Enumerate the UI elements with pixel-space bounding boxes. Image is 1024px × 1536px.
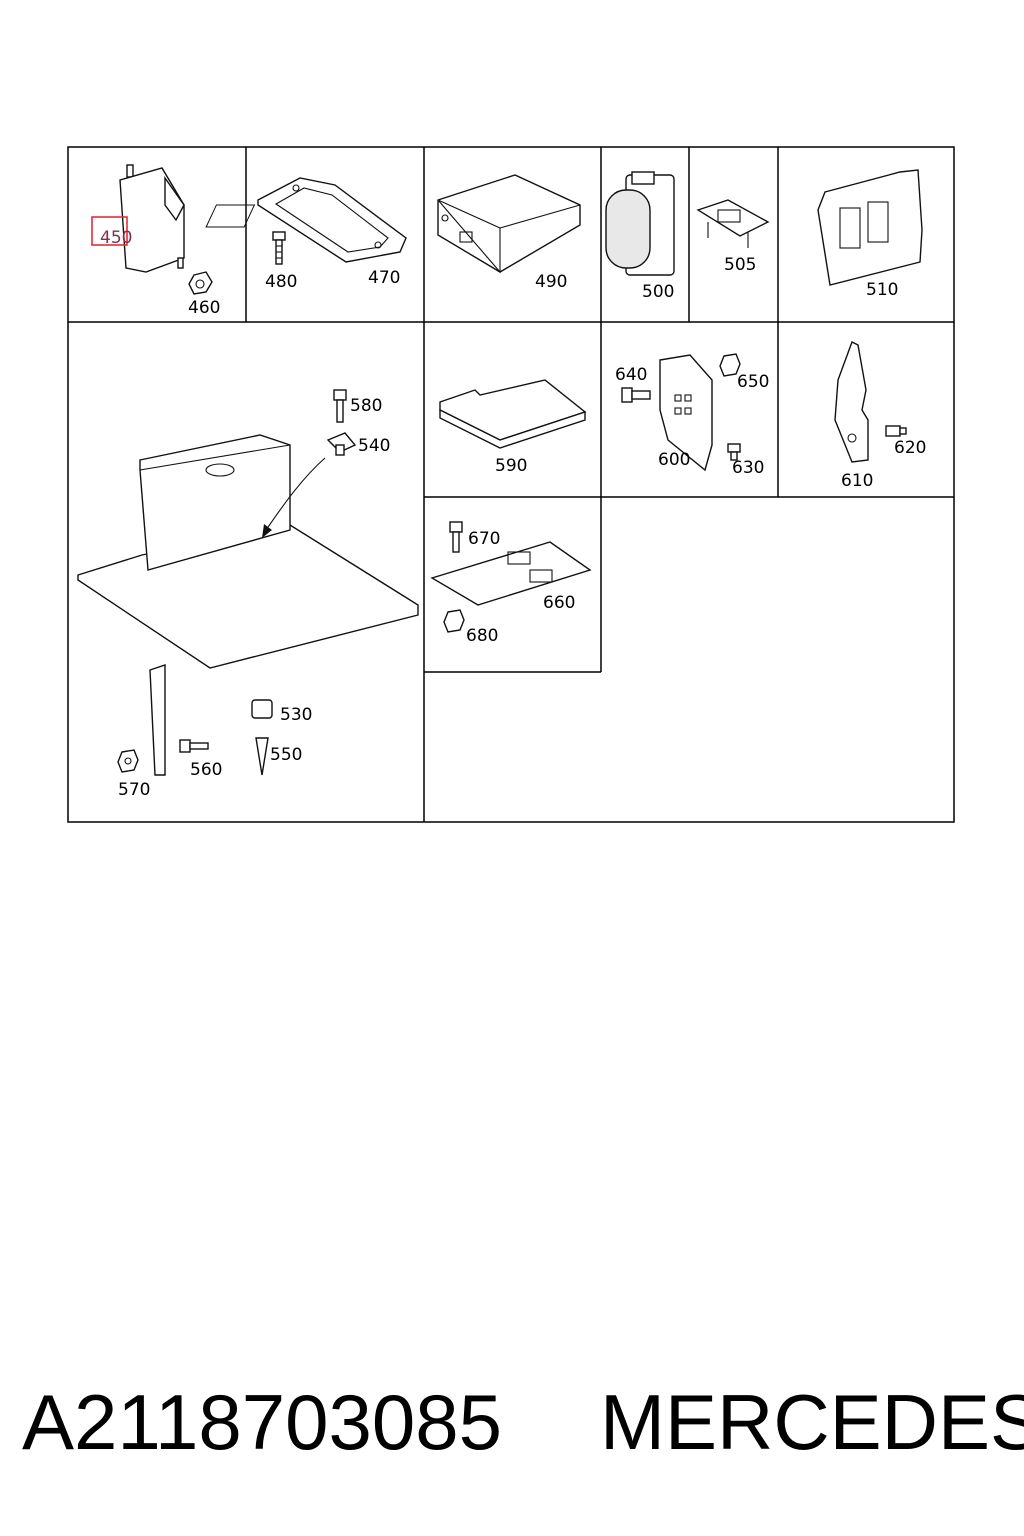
part-570-nut[interactable] <box>117 749 139 773</box>
label-490: 490 <box>535 272 567 292</box>
part-base-assembly[interactable] <box>77 434 419 776</box>
label-670: 670 <box>468 529 500 549</box>
part-505-frame[interactable] <box>696 199 770 248</box>
brand-name: MERCEDES <box>600 1378 1024 1466</box>
label-650: 650 <box>737 372 769 392</box>
part-560-bolt[interactable] <box>179 739 209 753</box>
label-680: 680 <box>466 626 498 646</box>
label-560: 560 <box>190 760 222 780</box>
part-660-plate[interactable] <box>430 541 592 606</box>
label-530: 530 <box>280 705 312 725</box>
part-550-screw[interactable] <box>255 737 269 776</box>
label-510: 510 <box>866 280 898 300</box>
part-480-bolt[interactable] <box>272 231 286 265</box>
label-505: 505 <box>724 255 756 275</box>
label-620: 620 <box>894 438 926 458</box>
label-500: 500 <box>642 282 674 302</box>
assembly-arrow <box>265 457 326 531</box>
part-620-screw[interactable] <box>885 425 907 437</box>
label-550: 550 <box>270 745 302 765</box>
label-600: 600 <box>658 450 690 470</box>
label-580: 580 <box>350 396 382 416</box>
label-590: 590 <box>495 456 527 476</box>
part-650-nut[interactable] <box>719 353 741 377</box>
part-580-screw[interactable] <box>333 389 347 423</box>
label-480: 480 <box>265 272 297 292</box>
diagram-grid <box>67 146 955 823</box>
part-470-bracket[interactable] <box>205 177 407 263</box>
caption: A2118703085 MERCEDES <box>0 1372 1024 1472</box>
part-630-screw[interactable] <box>727 443 741 461</box>
label-460: 460 <box>188 298 220 318</box>
part-500-switch[interactable] <box>605 171 675 276</box>
part-680-nut[interactable] <box>443 609 465 633</box>
parts-diagram: 450 460 470 480 490 500 <box>67 146 955 823</box>
label-660: 660 <box>543 593 575 613</box>
part-530-clip[interactable] <box>251 699 273 719</box>
label-610: 610 <box>841 471 873 491</box>
part-450-module[interactable] <box>119 164 185 273</box>
part-540-clip[interactable] <box>326 432 357 456</box>
part-460-nut[interactable] <box>188 271 213 295</box>
part-510-plate[interactable] <box>817 169 923 286</box>
label-570: 570 <box>118 780 150 800</box>
label-630: 630 <box>732 458 764 478</box>
label-470: 470 <box>368 268 400 288</box>
part-610-bracket[interactable] <box>834 341 869 463</box>
part-number: A2118703085 <box>22 1378 503 1466</box>
label-540: 540 <box>358 436 390 456</box>
part-600-bracket[interactable] <box>659 354 713 472</box>
highlight-box-450 <box>91 216 128 246</box>
assembly-arrowhead <box>262 524 272 538</box>
part-590-pad[interactable] <box>439 379 587 449</box>
part-670-screw[interactable] <box>449 521 463 553</box>
label-450: 450 <box>100 228 132 248</box>
label-640: 640 <box>615 365 647 385</box>
part-490-housing[interactable] <box>437 174 581 274</box>
part-640-screw[interactable] <box>621 387 651 403</box>
